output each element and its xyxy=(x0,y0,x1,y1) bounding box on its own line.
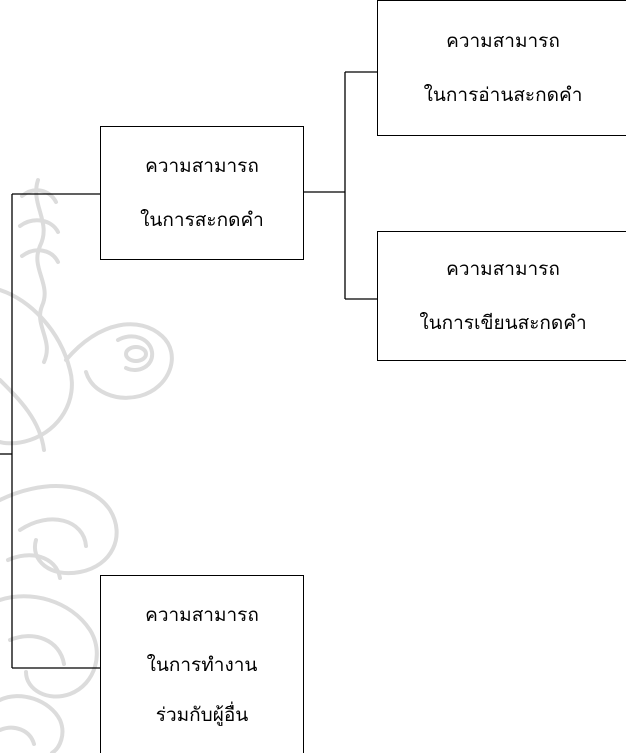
node-teamwork-line3: ร่วมกับผู้อื่น xyxy=(155,704,249,726)
node-reading-line1: ความสามารถ xyxy=(446,30,560,52)
node-teamwork-line1: ความสามารถ xyxy=(145,604,259,626)
node-spelling-line2: ในการสะกดคำ xyxy=(140,209,264,231)
node-reading-line2: ในการอ่านสะกดคำ xyxy=(423,84,583,106)
node-spelling-ability: ความสามารถ ในการสะกดคำ xyxy=(100,126,304,260)
node-writing-line2: ในการเขียนสะกดคำ xyxy=(419,312,587,334)
node-teamwork-ability: ความสามารถ ในการทำงาน ร่วมกับผู้อื่น xyxy=(100,575,304,753)
node-writing-spelling-ability: ความสามารถ ในการเขียนสะกดคำ xyxy=(377,231,626,361)
node-teamwork-line2: ในการทำงาน xyxy=(146,654,258,676)
node-spelling-line1: ความสามารถ xyxy=(145,155,259,177)
node-writing-line1: ความสามารถ xyxy=(446,258,560,280)
node-reading-spelling-ability: ความสามารถ ในการอ่านสะกดคำ xyxy=(377,0,626,136)
